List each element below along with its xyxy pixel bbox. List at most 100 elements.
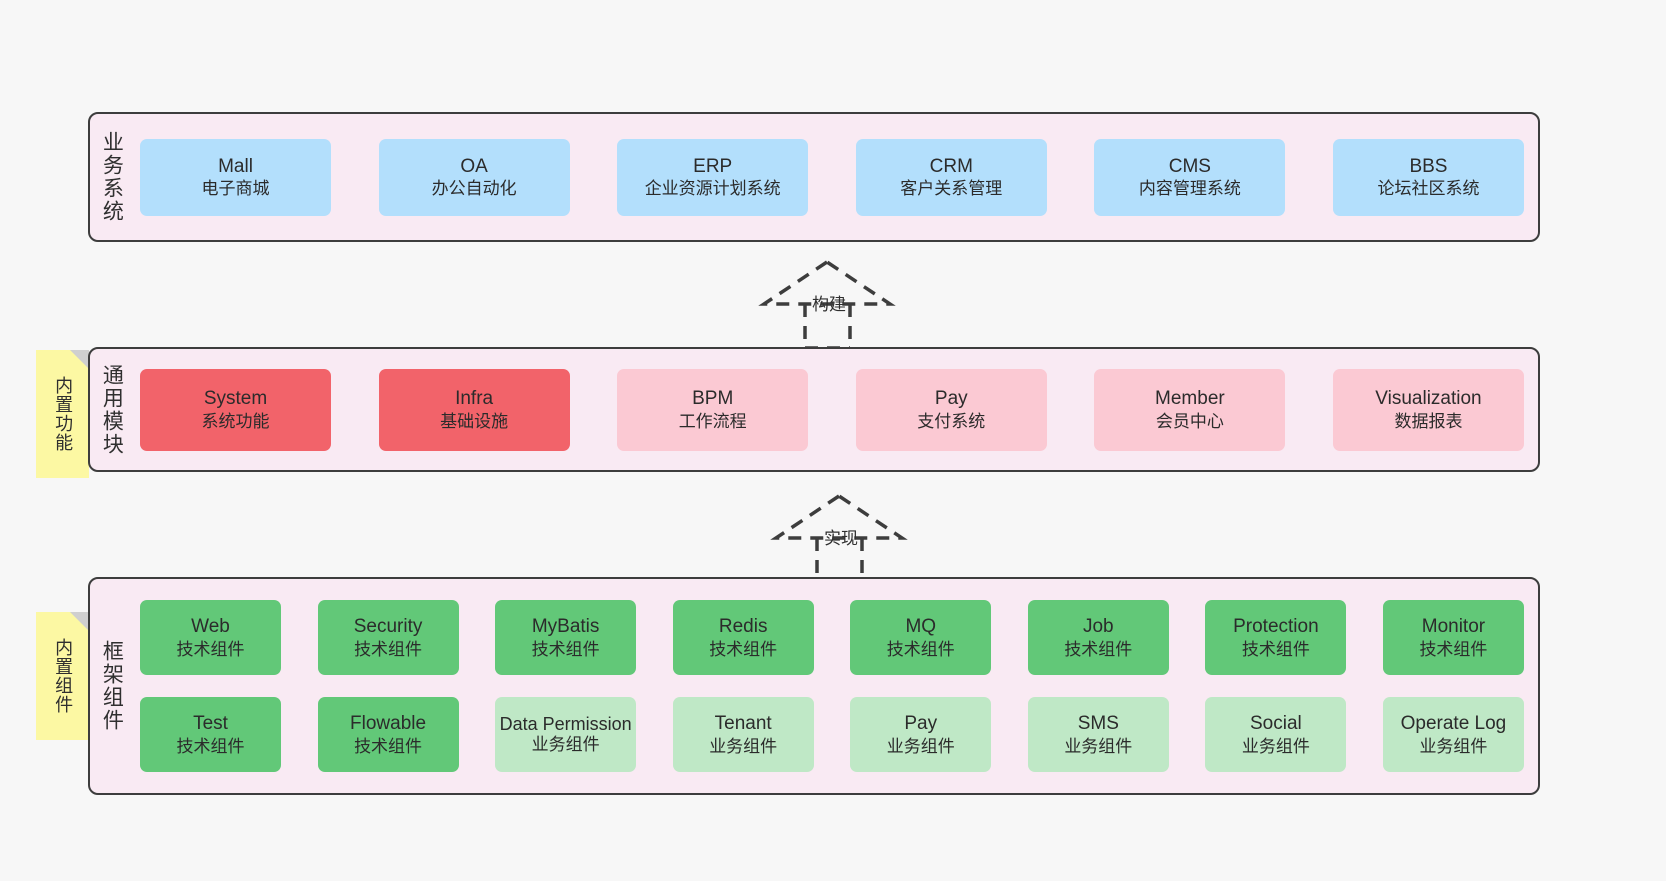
layer-label-common-modules: 通用模块 — [100, 363, 124, 456]
card-subtitle: 系统功能 — [201, 411, 270, 431]
card-subtitle: 技术组件 — [1064, 639, 1133, 659]
card-title: Social — [1250, 713, 1302, 734]
card-subtitle: 业务组件 — [1419, 736, 1488, 756]
card-title: MyBatis — [531, 616, 600, 637]
card-subtitle: 工作流程 — [678, 411, 747, 431]
card-title: System — [203, 388, 268, 409]
card-title: SMS — [1077, 713, 1119, 734]
layer-label-business-systems: 业务系统 — [100, 131, 124, 223]
card-subtitle: 技术组件 — [709, 639, 778, 659]
card-title: Visualization — [1375, 388, 1482, 409]
card-title: Redis — [718, 616, 768, 637]
connector-implement: 实现 — [770, 492, 912, 584]
sticky-note-builtin-features: 内置功能 — [36, 350, 89, 478]
card-title: Data Permission — [499, 713, 632, 734]
card-subtitle: 业务组件 — [1064, 736, 1133, 756]
card-subtitle: 内容管理系统 — [1138, 179, 1241, 199]
card-title: CRM — [929, 155, 973, 177]
card-subtitle: 企业资源计划系统 — [644, 179, 781, 199]
card-title: Infra — [455, 388, 494, 409]
card-subtitle: 电子商城 — [201, 179, 270, 199]
card-subtitle: 支付系统 — [917, 411, 986, 431]
sticky-note-builtin-components: 内置组件 — [36, 612, 89, 740]
card-subtitle: 技术组件 — [176, 736, 245, 756]
connector-implement-label: 实现 — [824, 529, 858, 548]
sticky-fold-corner-icon — [70, 612, 89, 631]
card-title: Pay — [904, 713, 938, 734]
card-title: Operate Log — [1400, 713, 1507, 734]
card-subtitle: 办公自动化 — [431, 179, 517, 199]
card-title: MQ — [905, 616, 937, 637]
card-title: BPM — [692, 388, 734, 409]
connector-build-label: 构建 — [812, 295, 846, 314]
card-subtitle: 论坛社区系统 — [1377, 179, 1480, 199]
card-subtitle: 会员中心 — [1155, 411, 1224, 431]
card-title: OA — [460, 155, 488, 177]
card-subtitle: 业务组件 — [1241, 736, 1310, 756]
card-title: BBS — [1409, 155, 1448, 177]
card-subtitle: 技术组件 — [1419, 639, 1488, 659]
card-title: Job — [1082, 616, 1114, 637]
card-title: Flowable — [350, 713, 427, 734]
card-subtitle: 技术组件 — [531, 639, 600, 659]
card-title: Pay — [934, 388, 968, 409]
card-subtitle: 客户关系管理 — [900, 179, 1003, 199]
sticky-fold-corner-icon — [70, 350, 89, 369]
card-subtitle: 技术组件 — [354, 639, 423, 659]
sticky-note-builtin-features-label: 内置功能 — [53, 376, 74, 452]
card-title: Member — [1155, 388, 1225, 409]
card-title: CMS — [1168, 155, 1211, 177]
card-title: Test — [193, 713, 228, 734]
card-subtitle: 业务组件 — [531, 735, 600, 755]
card-title: ERP — [693, 155, 733, 177]
card-title: Tenant — [714, 713, 772, 734]
card-title: Mall — [218, 155, 253, 177]
card-subtitle: 基础设施 — [440, 411, 509, 431]
layer-label-framework-components: 框架组件 — [100, 640, 124, 732]
card-subtitle: 技术组件 — [354, 736, 423, 756]
card-subtitle: 技术组件 — [1241, 639, 1310, 659]
card-title: Security — [353, 616, 423, 637]
connector-build: 构建 — [758, 258, 900, 350]
card-subtitle: 技术组件 — [176, 639, 245, 659]
